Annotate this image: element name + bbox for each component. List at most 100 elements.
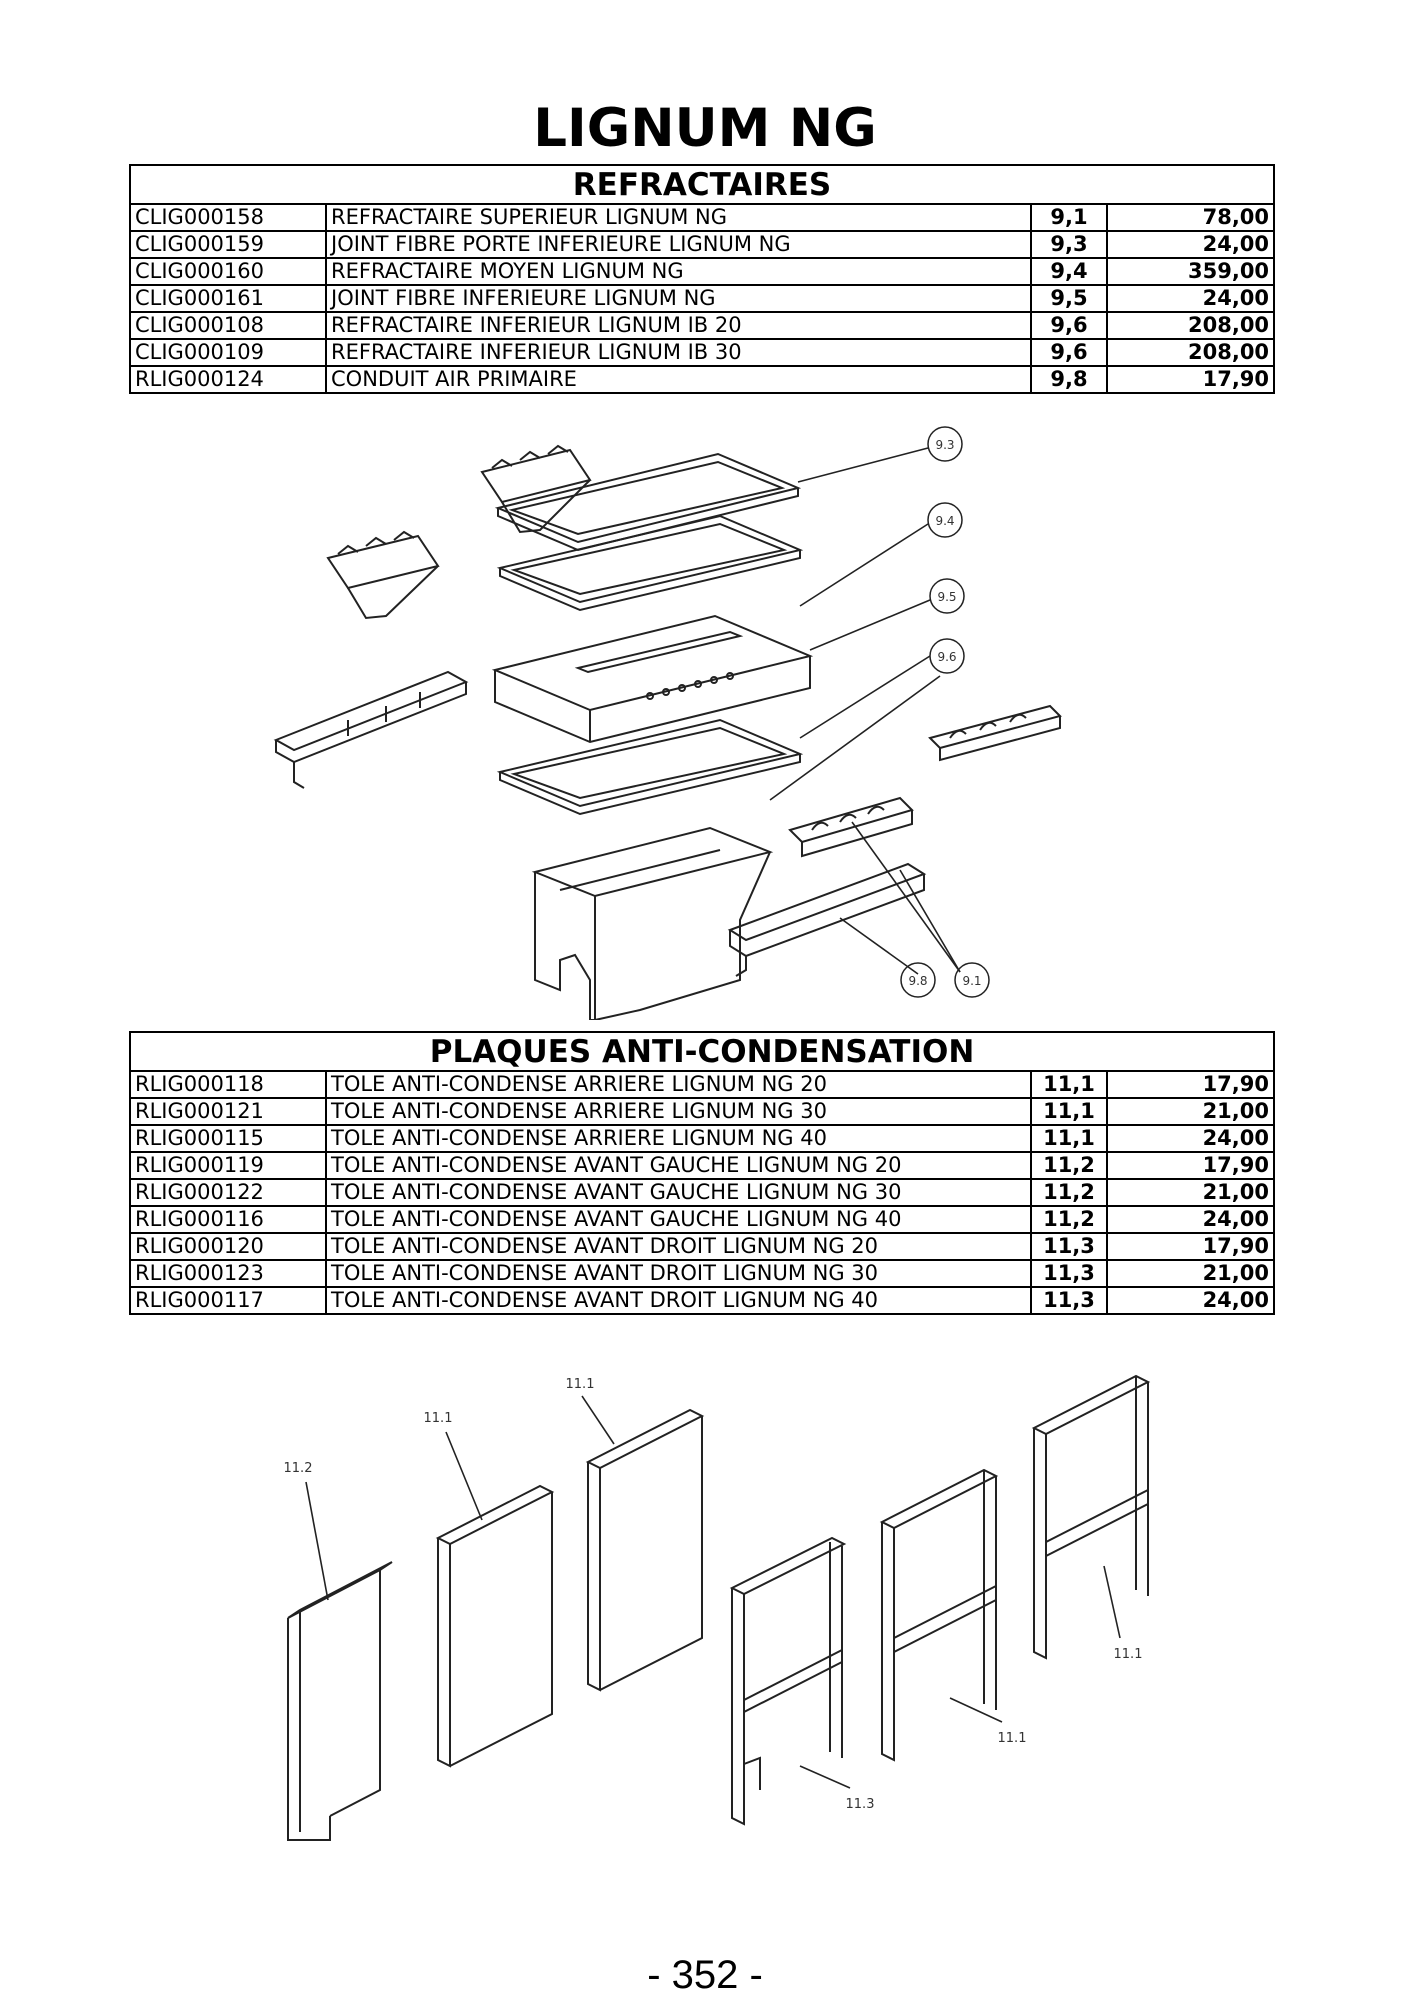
- part-ref: 11,1: [1030, 1124, 1108, 1153]
- label-11-3: 11.3: [846, 1797, 875, 1812]
- refractaire-small-right-upper: [928, 704, 1062, 762]
- part-code: CLIG000109: [129, 338, 327, 367]
- gasket-9-4: [496, 514, 804, 612]
- part-ref: 9,8: [1030, 365, 1108, 394]
- part-ref: 9,6: [1030, 311, 1108, 340]
- label-9-4: 9.4: [935, 514, 954, 528]
- part-ref: 11,3: [1030, 1232, 1108, 1261]
- label-11-1-d: 11.1: [1114, 1647, 1143, 1662]
- air-duct-left: [273, 670, 469, 789]
- part-description: REFRACTAIRE SUPERIEUR LIGNUM NG: [325, 203, 1032, 232]
- frame-11-1-d: [1031, 1374, 1151, 1660]
- label-11-2: 11.2: [284, 1461, 313, 1476]
- part-description: TOLE ANTI-CONDENSE AVANT GAUCHE LIGNUM N…: [325, 1151, 1032, 1180]
- part-price: 17,90: [1105, 365, 1276, 394]
- callout-9-8: [900, 962, 936, 998]
- part-description: TOLE ANTI-CONDENSE AVANT GAUCHE LIGNUM N…: [325, 1205, 1032, 1234]
- page-number: - 352 -: [647, 1953, 763, 1997]
- callout-9-1: [954, 962, 990, 998]
- refractaire-middle-9-5: [491, 614, 814, 744]
- part-ref: 11,3: [1030, 1286, 1108, 1315]
- gasket-9-3: [494, 452, 802, 552]
- part-price: 24,00: [1106, 1205, 1275, 1234]
- label-9-5: 9.5: [937, 590, 956, 604]
- label-9-3: 9.3: [935, 438, 954, 452]
- plaques-heading: PLAQUES ANTI-CONDENSATION: [129, 1031, 1275, 1072]
- part-ref: 11,1: [1030, 1070, 1108, 1099]
- part-ref: 9,5: [1030, 284, 1108, 313]
- part-ref: 11,2: [1030, 1205, 1108, 1234]
- plate-11-1-b: [585, 1408, 705, 1692]
- page-title: LIGNUM NG: [533, 98, 877, 159]
- part-price: 78,00: [1105, 203, 1276, 232]
- plate-11-1-a: [435, 1484, 555, 1768]
- part-description: TOLE ANTI-CONDENSE AVANT GAUCHE LIGNUM N…: [325, 1178, 1032, 1207]
- leader-lines: [769, 447, 961, 975]
- part-code: RLIG000117: [129, 1286, 327, 1315]
- part-price: 17,90: [1106, 1070, 1275, 1099]
- callout-9-6: [929, 638, 965, 674]
- part-description: REFRACTAIRE INFERIEUR LIGNUM IB 20: [325, 311, 1032, 340]
- part-code: RLIG000121: [129, 1097, 327, 1126]
- part-price: 208,00: [1105, 338, 1276, 367]
- part-description: TOLE ANTI-CONDENSE ARRIERE LIGNUM NG 20: [325, 1070, 1032, 1099]
- part-description: JOINT FIBRE PORTE INFERIEURE LIGNUM NG: [325, 230, 1032, 259]
- part-ref: 11,2: [1030, 1178, 1108, 1207]
- part-description: JOINT FIBRE INFERIEURE LIGNUM NG: [325, 284, 1032, 313]
- part-description: REFRACTAIRE MOYEN LIGNUM NG: [325, 257, 1032, 286]
- refractaire-small-right-lower: [788, 796, 914, 858]
- part-price: 21,00: [1106, 1178, 1275, 1207]
- part-description: TOLE ANTI-CONDENSE ARRIERE LIGNUM NG 30: [325, 1097, 1032, 1126]
- part-price: 208,00: [1105, 311, 1276, 340]
- part-price: 359,00: [1105, 257, 1276, 286]
- part-code: CLIG000158: [129, 203, 327, 232]
- part-description: TOLE ANTI-CONDENSE AVANT DROIT LIGNUM NG…: [325, 1232, 1032, 1261]
- callout-circles: [900, 426, 990, 998]
- label-11-1-b: 11.1: [566, 1377, 595, 1392]
- plaques-exploded-diagram: 11.2 11.1 11.1 11.3 11.1 11.1: [284, 1374, 1151, 1841]
- part-price: 24,00: [1105, 230, 1276, 259]
- refractaire-block-upper: [480, 444, 592, 534]
- plaques-leader-lines: [305, 1395, 1121, 1789]
- refractaire-block-upper-left: [326, 530, 440, 620]
- part-price: 21,00: [1106, 1259, 1275, 1288]
- part-code: CLIG000160: [129, 257, 327, 286]
- air-duct-9-8: [727, 862, 927, 977]
- label-9-1: 9.1: [962, 974, 981, 988]
- callout-9-4: [927, 502, 963, 538]
- part-price: 17,90: [1106, 1151, 1275, 1180]
- part-ref: 9,4: [1030, 257, 1108, 286]
- part-code: RLIG000122: [129, 1178, 327, 1207]
- part-description: TOLE ANTI-CONDENSE AVANT DROIT LIGNUM NG…: [325, 1286, 1032, 1315]
- label-9-8: 9.8: [908, 974, 927, 988]
- part-code: CLIG000159: [129, 230, 327, 259]
- part-code: RLIG000116: [129, 1205, 327, 1234]
- part-description: REFRACTAIRE INFERIEUR LIGNUM IB 30: [325, 338, 1032, 367]
- part-price: 24,00: [1106, 1286, 1275, 1315]
- label-11-1-c: 11.1: [998, 1731, 1027, 1746]
- frame-11-1-c: [879, 1468, 999, 1762]
- label-9-6: 9.6: [937, 650, 956, 664]
- callout-9-5: [929, 578, 965, 614]
- part-ref: 11,2: [1030, 1151, 1108, 1180]
- part-code: RLIG000124: [129, 365, 327, 394]
- refractaires-heading: REFRACTAIRES: [128, 164, 1276, 205]
- part-ref: 9,3: [1030, 230, 1108, 259]
- gasket-9-6: [496, 718, 804, 816]
- part-description: CONDUIT AIR PRIMAIRE: [325, 365, 1032, 394]
